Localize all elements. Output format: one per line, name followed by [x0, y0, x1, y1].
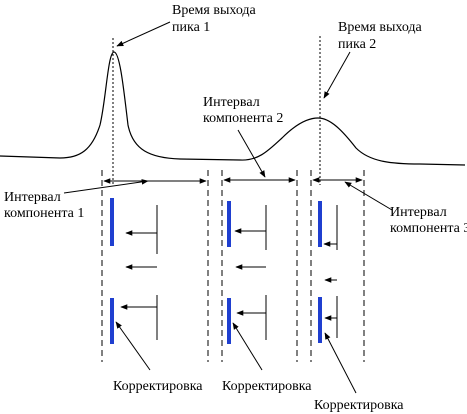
correction2-leader: [232, 322, 263, 371]
correction1-leader: [115, 321, 151, 371]
chromatogram-curve: [0, 51, 466, 166]
correction-bar: [110, 298, 114, 344]
peak1-time-label: Время выхода пика 1: [172, 3, 259, 35]
correction1-label: Корректировка: [113, 379, 203, 394]
interval1-label: Интервал компонента 1: [4, 190, 84, 221]
correction-bar: [318, 297, 322, 343]
correction-bar: [318, 201, 322, 247]
interval3-label-leader: [344, 181, 393, 211]
correction-bar: [227, 201, 231, 247]
correction2-label: Корректировка: [222, 379, 312, 394]
interval3-label: Интервал компонента 3: [390, 205, 467, 236]
interval1-label-leader: [63, 179, 149, 194]
interval1-corrections: [110, 198, 158, 344]
peak2-label-leader: [323, 51, 351, 99]
correction3-label: Корректировка: [314, 398, 404, 413]
correction-bar: [227, 298, 231, 344]
correction3-leader: [324, 332, 357, 394]
correction-bar: [110, 198, 114, 246]
interval3-corrections: [318, 201, 338, 343]
interval2-corrections: [227, 201, 267, 344]
peak2-time-label: Время выхода пика 2: [338, 20, 425, 52]
peak1-label-leader: [116, 21, 171, 47]
interval-boundaries: [101, 170, 365, 362]
interval2-label: Интервал компонента 2: [203, 95, 283, 126]
interval2-label-leader: [237, 129, 266, 178]
